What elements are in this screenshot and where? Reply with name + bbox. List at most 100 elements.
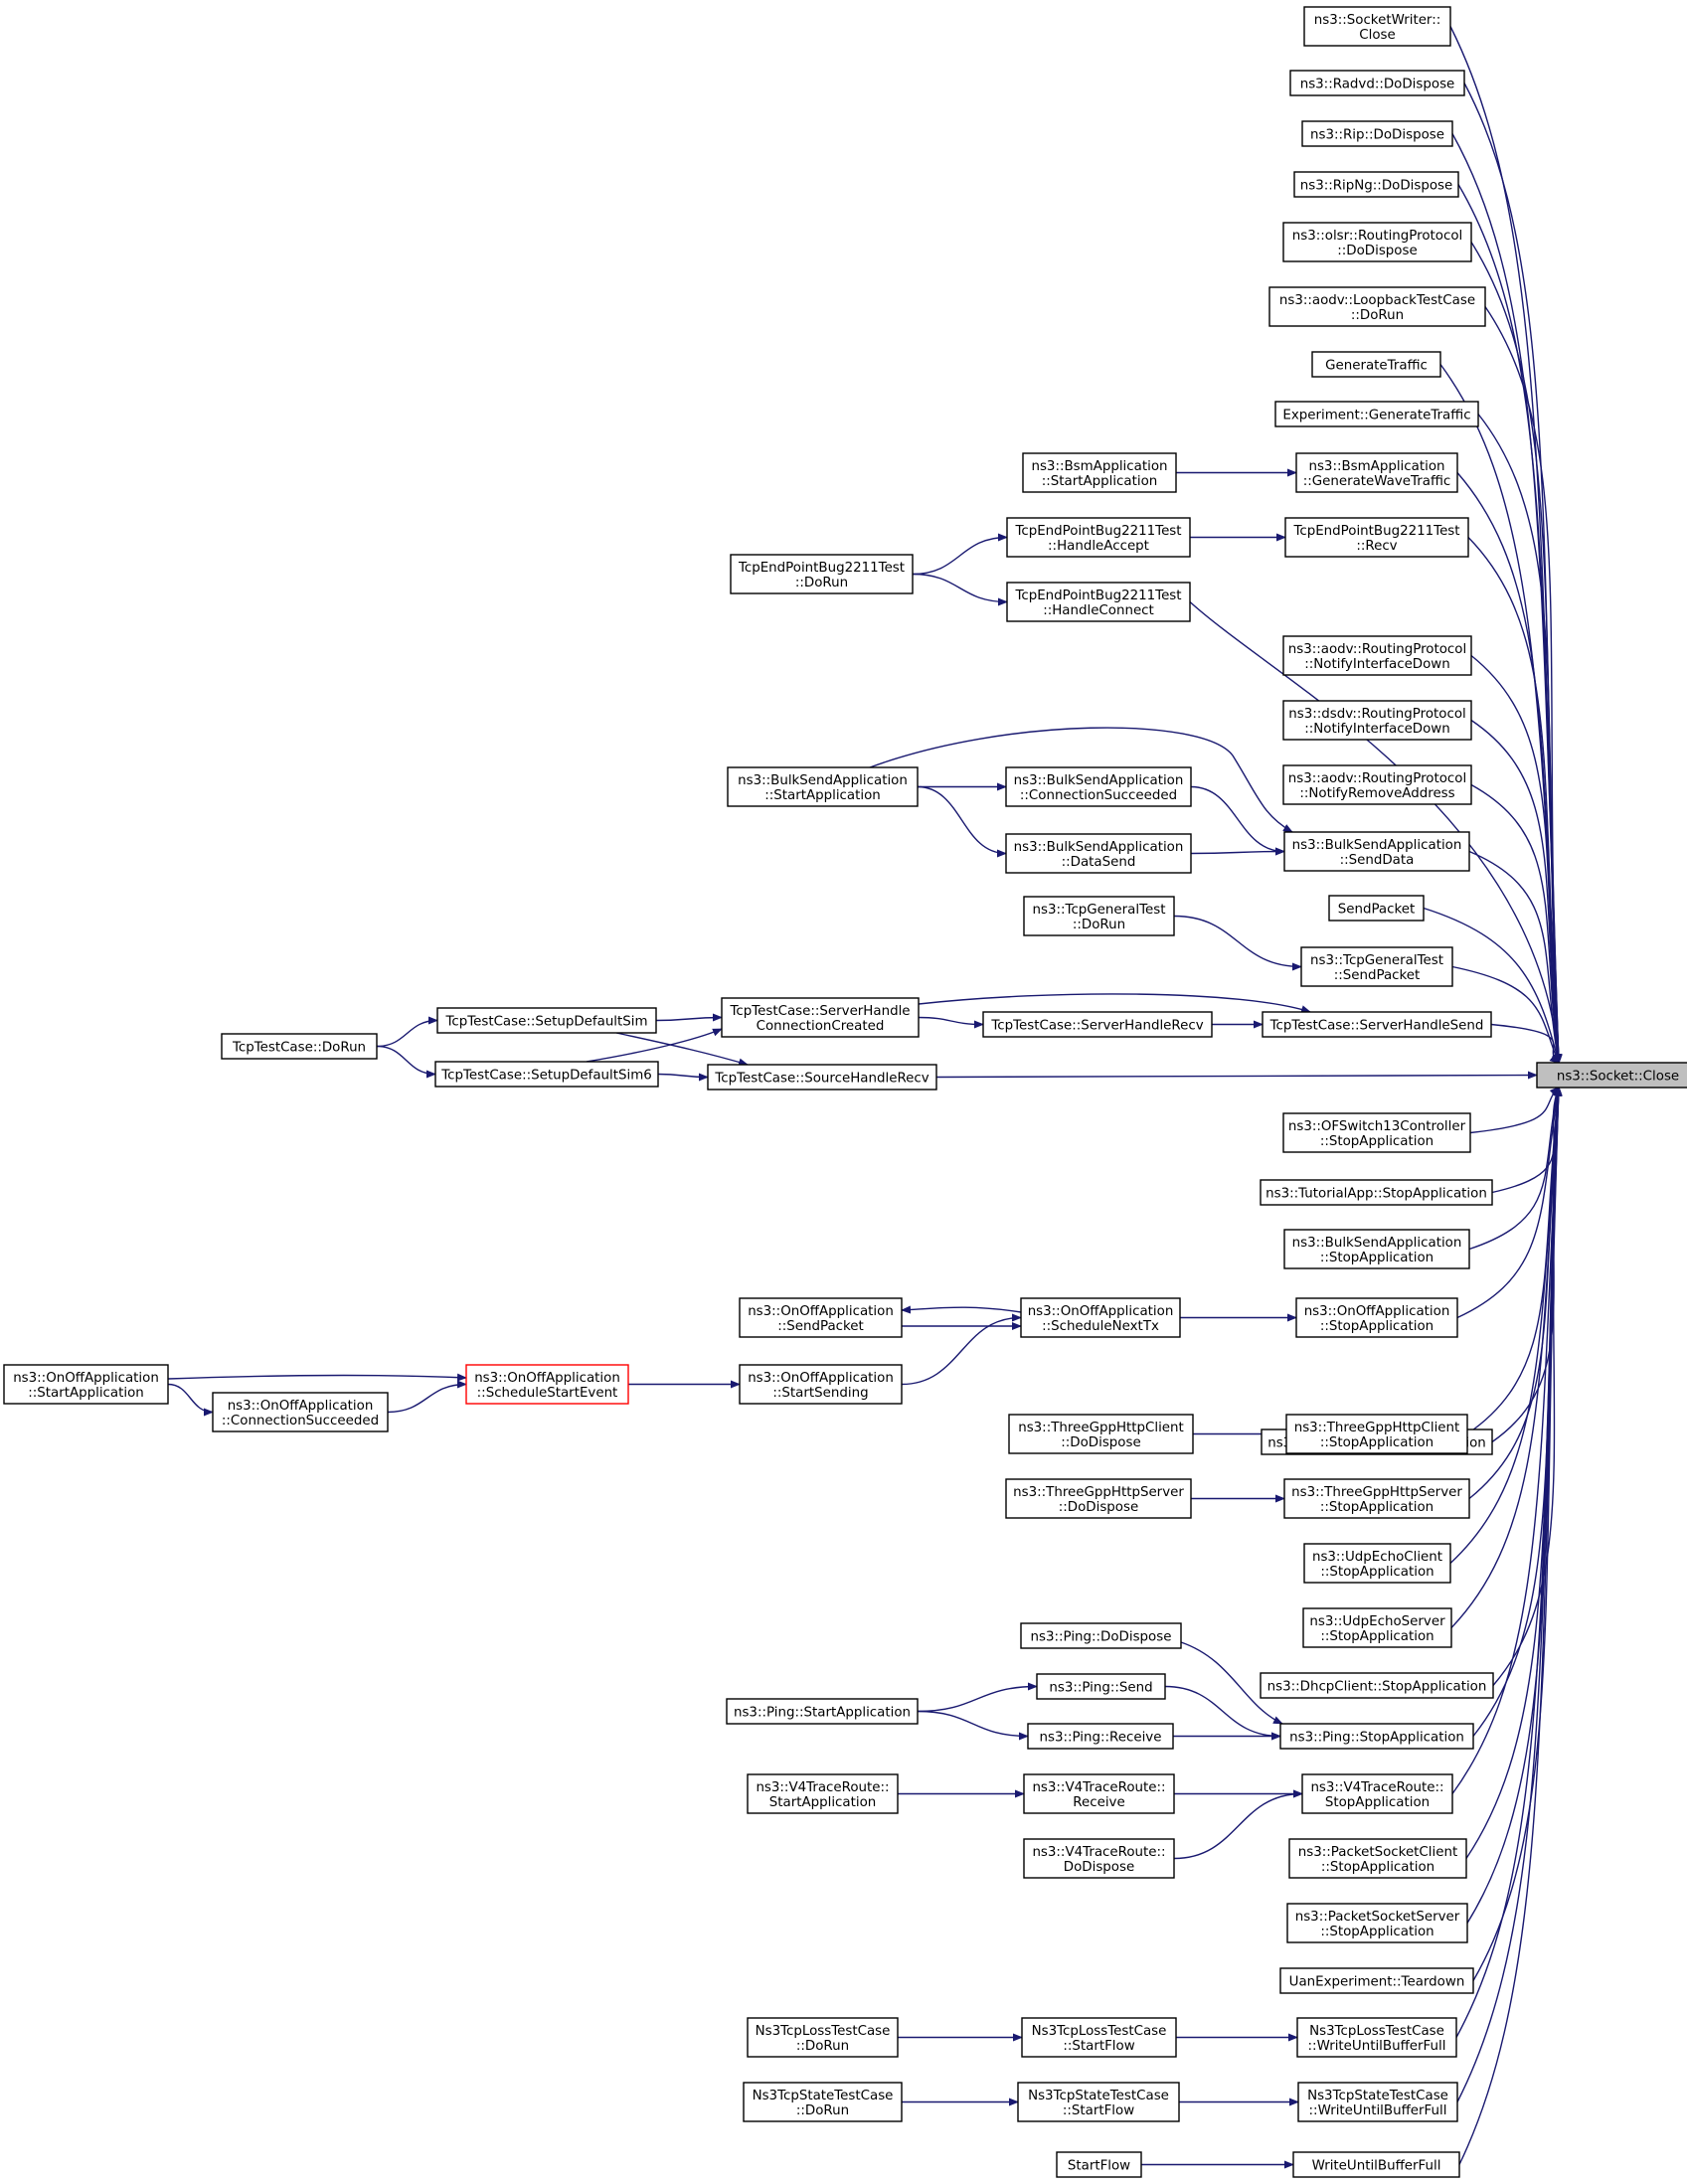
node-losstcdorun[interactable]: Ns3TcpLossTestCase::DoRun: [747, 2017, 899, 2058]
node-label: ::StopApplication: [1320, 1251, 1434, 1265]
node-losstcwrite[interactable]: Ns3TcpLossTestCase::WriteUntilBufferFull: [1296, 2017, 1457, 2058]
node-statetcflow[interactable]: Ns3TcpStateTestCase::StartFlow: [1017, 2082, 1180, 2122]
node-onoffstartapp[interactable]: ns3::OnOffApplication::StartApplication: [3, 1364, 169, 1405]
node-pktsocksrv[interactable]: ns3::PacketSocketServer::StopApplication: [1286, 1903, 1468, 1943]
node-onoffsendpkt[interactable]: ns3::OnOffApplication::SendPacket: [739, 1297, 903, 1338]
node-bsmwave[interactable]: ns3::BsmApplication::GenerateWaveTraffic: [1295, 452, 1458, 493]
node-statetcwrite[interactable]: Ns3TcpStateTestCase::WriteUntilBufferFul…: [1297, 2082, 1458, 2122]
node-bsmstart[interactable]: ns3::BsmApplication::StartApplication: [1022, 452, 1177, 493]
node-tcsrcrecv[interactable]: TcpTestCase::SourceHandleRecv: [707, 1064, 937, 1091]
node-statetcdorun[interactable]: Ns3TcpStateTestCase::DoRun: [743, 2082, 903, 2122]
node-httpsrvstop[interactable]: ns3::ThreeGppHttpServer::StopApplication: [1283, 1478, 1470, 1519]
node-tcpgendorun[interactable]: ns3::TcpGeneralTest::DoRun: [1023, 896, 1175, 936]
node-box: [1282, 635, 1472, 676]
node-label: ns3::BulkSendApplication: [1292, 1236, 1462, 1251]
edge-aodvnotify-to-root: [1470, 654, 1563, 1065]
node-onoffstartsend[interactable]: ns3::OnOffApplication::StartSending: [739, 1364, 903, 1405]
node-box: [739, 1364, 903, 1405]
node-onoffnexttx[interactable]: ns3::OnOffApplication::ScheduleNextTx: [1020, 1297, 1181, 1338]
node-uanteardown[interactable]: UanExperiment::Teardown: [1279, 1967, 1474, 1994]
node-bulkdatasend[interactable]: ns3::BulkSendApplication::DataSend: [1005, 833, 1192, 874]
node-tcpebdorun[interactable]: TcpEndPointBug2211Test::DoRun: [730, 554, 914, 594]
node-tcconncreated[interactable]: TcpTestCase::ServerHandleConnectionCreat…: [721, 997, 920, 1038]
node-pingdispose[interactable]: ns3::Ping::DoDispose: [1020, 1622, 1182, 1649]
node-root[interactable]: ns3::Socket::Close: [1536, 1062, 1687, 1089]
node-olsr[interactable]: ns3::olsr::RoutingProtocol::DoDispose: [1282, 222, 1472, 262]
node-pingreceive[interactable]: ns3::Ping::Receive: [1027, 1723, 1174, 1750]
node-label: ns3::TutorialApp::StopApplication: [1265, 1187, 1487, 1202]
node-gentraffic[interactable]: GenerateTraffic: [1311, 351, 1441, 378]
node-losstcflow[interactable]: Ns3TcpLossTestCase::StartFlow: [1021, 2017, 1177, 2058]
node-label: ::DoRun: [796, 2039, 849, 2054]
node-httpclistop[interactable]: ns3::ThreeGppHttpClient::StopApplication: [1285, 1414, 1468, 1454]
node-radvd[interactable]: ns3::Radvd::DoDispose: [1289, 70, 1465, 96]
node-box: [1288, 1838, 1467, 1879]
node-box: [1020, 1297, 1181, 1338]
node-aodvnotify[interactable]: ns3::aodv::RoutingProtocol::NotifyInterf…: [1282, 635, 1472, 676]
node-label: ns3::Ping::StartApplication: [734, 1706, 911, 1721]
node-dhcpstop[interactable]: ns3::DhcpClient::StopApplication: [1260, 1672, 1494, 1699]
node-label: ns3::ThreeGppHttpServer: [1013, 1485, 1184, 1500]
edge-dsdvnotify-to-root: [1470, 719, 1563, 1065]
node-box: [1283, 831, 1470, 872]
node-httpclidispose[interactable]: ns3::ThreeGppHttpClient::DoDispose: [1008, 1414, 1194, 1454]
node-onoffschedstart[interactable]: ns3::OnOffApplication::ScheduleStartEven…: [465, 1364, 629, 1405]
node-label: TcpTestCase::SetupDefaultSim6: [440, 1069, 652, 1084]
node-tcpgensend[interactable]: ns3::TcpGeneralTest::SendPacket: [1300, 946, 1453, 987]
node-sendpacket[interactable]: SendPacket: [1328, 895, 1425, 922]
node-bulkconn[interactable]: ns3::BulkSendApplication::ConnectionSucc…: [1005, 766, 1192, 807]
node-label: ns3::Radvd::DoDispose: [1300, 78, 1455, 92]
node-pktsockcli[interactable]: ns3::PacketSocketClient::StopApplication: [1288, 1838, 1467, 1879]
node-tcpebrecv[interactable]: TcpEndPointBug2211Test::Recv: [1284, 517, 1469, 558]
node-onoffstop[interactable]: ns3::OnOffApplication::StopApplication: [1295, 1297, 1458, 1338]
node-box: [1021, 2017, 1177, 2058]
node-expgen[interactable]: Experiment::GenerateTraffic: [1274, 401, 1479, 427]
node-v4startapp[interactable]: ns3::V4TraceRoute::StartApplication: [747, 1773, 899, 1814]
node-v4receive[interactable]: ns3::V4TraceRoute::Receive: [1023, 1773, 1175, 1814]
node-tcsrvrecv[interactable]: TcpTestCase::ServerHandleRecv: [982, 1011, 1213, 1038]
node-label: ns3::olsr::RoutingProtocol: [1292, 229, 1463, 244]
node-startflow[interactable]: StartFlow: [1056, 2151, 1142, 2178]
node-tutorial[interactable]: ns3::TutorialApp::StopApplication: [1260, 1179, 1493, 1206]
node-tcpebconnect[interactable]: TcpEndPointBug2211Test::HandleConnect: [1006, 582, 1191, 622]
node-ripng[interactable]: ns3::RipNg::DoDispose: [1293, 171, 1459, 198]
node-label: ::ScheduleNextTx: [1042, 1319, 1159, 1334]
node-bulkstop[interactable]: ns3::BulkSendApplication::StopApplicatio…: [1283, 1229, 1470, 1269]
node-label: ::HandleAccept: [1048, 539, 1149, 554]
node-label: ::NotifyRemoveAddress: [1299, 786, 1454, 801]
node-tcpebaccept[interactable]: TcpEndPointBug2211Test::HandleAccept: [1006, 517, 1191, 558]
node-tcsetup[interactable]: TcpTestCase::SetupDefaultSim: [436, 1007, 657, 1034]
node-writefull[interactable]: WriteUntilBufferFull: [1292, 2151, 1460, 2178]
node-label: ns3::TcpGeneralTest: [1033, 903, 1166, 918]
node-bulksenddata[interactable]: ns3::BulkSendApplication::SendData: [1283, 831, 1470, 872]
node-httpsrvdispose[interactable]: ns3::ThreeGppHttpServer::DoDispose: [1005, 1478, 1192, 1519]
node-swclose[interactable]: ns3::SocketWriter::Close: [1303, 6, 1451, 47]
node-label: ns3::OnOffApplication: [228, 1399, 374, 1414]
edge-onoffconn-to-onoffschedstart: [387, 1380, 467, 1414]
node-tcsrvsend[interactable]: TcpTestCase::ServerHandleSend: [1262, 1011, 1492, 1038]
node-label: ::StopApplication: [1320, 1319, 1434, 1334]
node-pingstop[interactable]: ns3::Ping::StopApplication: [1279, 1723, 1474, 1750]
node-dsdvnotify[interactable]: ns3::dsdv::RoutingProtocol::NotifyInterf…: [1282, 700, 1472, 741]
edge-tcconncreated-to-tcsrvsend: [918, 993, 1311, 1014]
node-pingsend[interactable]: ns3::Ping::Send: [1036, 1673, 1166, 1700]
node-bulkstart[interactable]: ns3::BulkSendApplication::StartApplicati…: [727, 766, 919, 807]
node-onoffconn[interactable]: ns3::OnOffApplication::ConnectionSucceed…: [212, 1392, 389, 1432]
node-pingstartapp[interactable]: ns3::Ping::StartApplication: [726, 1698, 919, 1725]
node-box: [1295, 1297, 1458, 1338]
node-aodvloop[interactable]: ns3::aodv::LoopbackTestCase::DoRun: [1268, 286, 1486, 327]
node-label: ::SendData: [1340, 853, 1415, 868]
node-v4dispose[interactable]: ns3::V4TraceRoute::DoDispose: [1023, 1838, 1175, 1879]
node-ofswitch[interactable]: ns3::OFSwitch13Controller::StopApplicati…: [1282, 1112, 1471, 1153]
node-aodvremove[interactable]: ns3::aodv::RoutingProtocol::NotifyRemove…: [1282, 764, 1472, 805]
node-tcsetup6[interactable]: TcpTestCase::SetupDefaultSim6: [434, 1061, 659, 1088]
node-label: ns3::Ping::Receive: [1040, 1731, 1162, 1746]
edge-tcpebdorun-to-tcpebaccept: [912, 533, 1008, 576]
node-rip[interactable]: ns3::Rip::DoDispose: [1301, 120, 1453, 147]
node-udpsrvstop[interactable]: ns3::UdpEchoServer::StopApplication: [1302, 1607, 1452, 1648]
node-box: [1302, 1607, 1452, 1648]
node-tcdorun[interactable]: TcpTestCase::DoRun: [221, 1033, 378, 1060]
node-box: [1023, 1773, 1175, 1814]
node-v4stop[interactable]: ns3::V4TraceRoute::StopApplication: [1301, 1773, 1453, 1814]
node-udpclistop[interactable]: ns3::UdpEchoClient::StopApplication: [1303, 1543, 1451, 1584]
